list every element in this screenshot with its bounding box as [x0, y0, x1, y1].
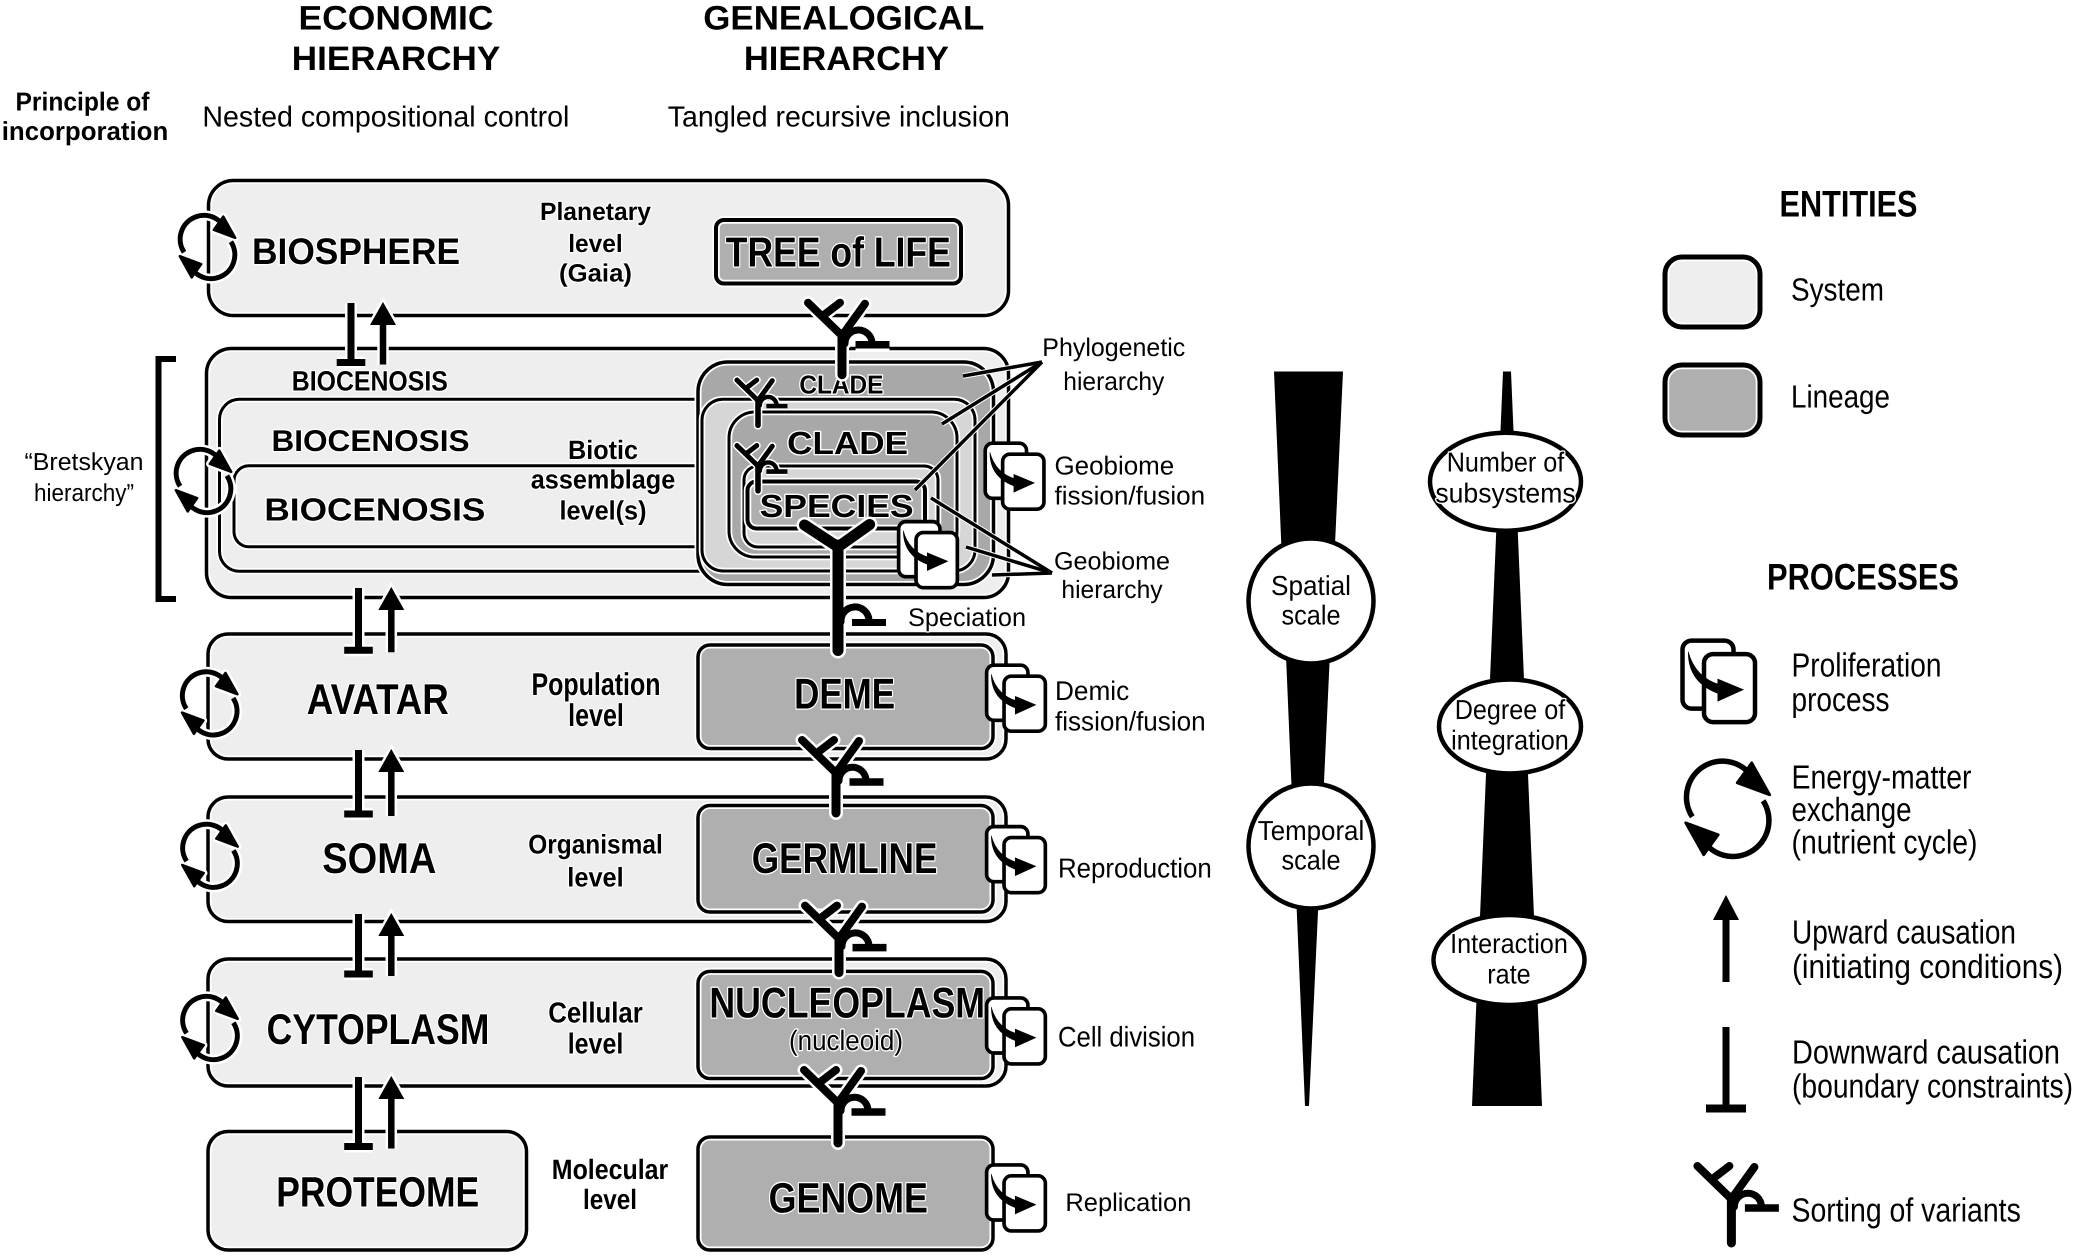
- svg-text:Phylogenetic: Phylogenetic: [1042, 334, 1185, 362]
- svg-text:integration: integration: [1451, 725, 1569, 756]
- svg-text:“Bretskyan: “Bretskyan: [25, 449, 144, 476]
- svg-text:Speciation: Speciation: [908, 604, 1026, 632]
- svg-text:process: process: [1792, 682, 1890, 719]
- svg-text:Replication: Replication: [1065, 1189, 1191, 1217]
- svg-text:System: System: [1791, 272, 1884, 308]
- svg-text:TREE of LIFE: TREE of LIFE: [726, 229, 951, 276]
- svg-text:Principle of: Principle of: [16, 87, 150, 117]
- svg-text:fission/fusion: fission/fusion: [1055, 481, 1206, 511]
- svg-text:Reproduction: Reproduction: [1058, 853, 1212, 884]
- svg-text:Cellular: Cellular: [548, 997, 643, 1029]
- svg-text:Number of: Number of: [1447, 447, 1565, 478]
- svg-text:(initiating conditions): (initiating conditions): [1792, 949, 2063, 986]
- svg-text:Tangled recursive inclusion: Tangled recursive inclusion: [668, 102, 1010, 134]
- svg-text:GERMLINE: GERMLINE: [752, 835, 938, 883]
- svg-text:level: level: [568, 1029, 624, 1061]
- svg-text:Organismal: Organismal: [528, 830, 663, 860]
- svg-text:level: level: [567, 863, 623, 893]
- svg-text:DEME: DEME: [794, 671, 895, 719]
- svg-text:Interaction: Interaction: [1450, 928, 1568, 959]
- svg-text:Nested compositional control: Nested compositional control: [202, 102, 569, 134]
- svg-text:fission/fusion: fission/fusion: [1055, 707, 1206, 737]
- svg-text:(nucleoid): (nucleoid): [789, 1025, 903, 1056]
- svg-text:(Gaia): (Gaia): [559, 260, 632, 288]
- svg-text:hierarchy: hierarchy: [1063, 368, 1164, 396]
- svg-text:level: level: [583, 1184, 637, 1215]
- svg-text:scale: scale: [1282, 845, 1341, 876]
- svg-text:Population: Population: [532, 666, 661, 702]
- svg-text:Proliferation: Proliferation: [1792, 648, 1942, 685]
- svg-text:Energy-matter: Energy-matter: [1792, 759, 1972, 796]
- svg-text:Upward causation: Upward causation: [1792, 914, 2016, 951]
- svg-text:level: level: [568, 230, 623, 258]
- svg-text:PROTEOME: PROTEOME: [276, 1170, 479, 1217]
- svg-text:Degree of: Degree of: [1455, 694, 1566, 725]
- svg-text:level: level: [568, 697, 624, 733]
- svg-text:(boundary constraints): (boundary constraints): [1792, 1069, 2073, 1106]
- svg-text:rate: rate: [1487, 959, 1530, 990]
- svg-text:assemblage: assemblage: [531, 465, 676, 495]
- svg-text:Cell division: Cell division: [1058, 1021, 1195, 1053]
- svg-text:PROCESSES: PROCESSES: [1767, 557, 1959, 598]
- svg-text:GENOME: GENOME: [769, 1176, 928, 1223]
- svg-text:scale: scale: [1282, 600, 1341, 631]
- svg-text:ENTITIES: ENTITIES: [1780, 184, 1918, 225]
- svg-text:BIOCENOSIS: BIOCENOSIS: [264, 492, 485, 528]
- svg-text:subsystems: subsystems: [1435, 477, 1575, 508]
- svg-text:HIERARCHY: HIERARCHY: [744, 40, 949, 78]
- svg-text:GENEALOGICAL: GENEALOGICAL: [703, 0, 984, 38]
- svg-text:Planetary: Planetary: [540, 198, 651, 226]
- svg-text:Sorting of variants: Sorting of variants: [1792, 1193, 2021, 1230]
- svg-text:Downward causation: Downward causation: [1792, 1034, 2060, 1071]
- svg-text:exchange: exchange: [1792, 792, 1912, 829]
- svg-text:incorporation: incorporation: [2, 116, 169, 146]
- svg-text:Lineage: Lineage: [1791, 379, 1890, 415]
- svg-text:(nutrient cycle): (nutrient cycle): [1792, 825, 1978, 862]
- svg-text:AVATAR: AVATAR: [307, 676, 449, 724]
- svg-text:SOMA: SOMA: [322, 835, 436, 883]
- svg-text:Molecular: Molecular: [552, 1154, 668, 1185]
- svg-text:hierarchy: hierarchy: [1061, 576, 1163, 604]
- svg-text:level(s): level(s): [560, 496, 647, 526]
- svg-text:CYTOPLASM: CYTOPLASM: [267, 1006, 490, 1054]
- svg-text:NUCLEOPLASM: NUCLEOPLASM: [709, 980, 985, 1028]
- svg-text:Geobiome: Geobiome: [1054, 548, 1170, 576]
- svg-text:hierarchy”: hierarchy”: [34, 480, 134, 507]
- svg-text:Geobiome: Geobiome: [1055, 451, 1175, 481]
- svg-text:SPECIES: SPECIES: [760, 488, 914, 524]
- svg-text:BIOCENOSIS: BIOCENOSIS: [292, 366, 448, 397]
- svg-text:Biotic: Biotic: [568, 435, 638, 465]
- svg-text:HIERARCHY: HIERARCHY: [292, 40, 501, 78]
- svg-text:ECONOMIC: ECONOMIC: [299, 0, 494, 38]
- svg-text:Temporal: Temporal: [1258, 815, 1364, 846]
- svg-text:CLADE: CLADE: [787, 425, 908, 461]
- svg-text:Demic: Demic: [1055, 676, 1129, 706]
- svg-text:Spatial: Spatial: [1271, 570, 1351, 601]
- svg-text:BIOSPHERE: BIOSPHERE: [252, 231, 460, 272]
- svg-text:BIOCENOSIS: BIOCENOSIS: [272, 425, 470, 458]
